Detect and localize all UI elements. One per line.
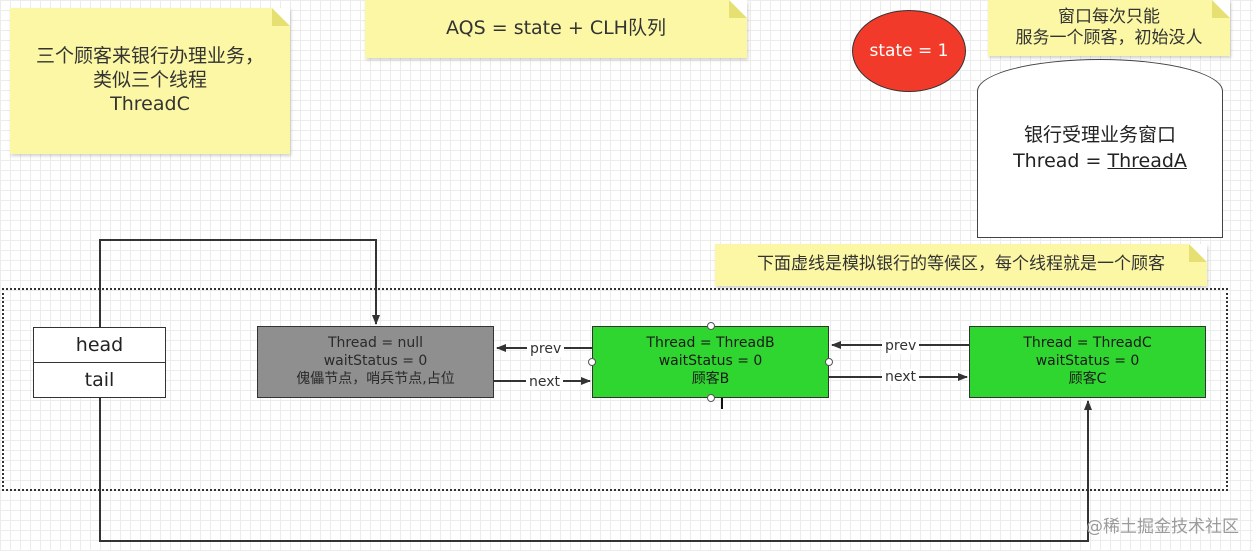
customers-note-text: 三个顾客来银行办理业务， 类似三个线程 ThreadC	[35, 45, 264, 115]
edge-label-next: next	[526, 374, 564, 390]
node-thread: Thread = ThreadC	[1023, 335, 1152, 352]
node-thread: Thread = null	[327, 335, 424, 352]
head-label: head	[75, 334, 124, 356]
node-wait-status: waitStatus = 0	[658, 353, 763, 370]
edge-label-prev: prev	[882, 338, 920, 354]
edge-label-prev: prev	[527, 341, 565, 357]
aqs-note-text: AQS = state + CLH队列	[446, 17, 666, 40]
resize-handle-bottom[interactable]	[707, 394, 715, 402]
waiting-area-note[interactable]: 下面虚线是模拟银行的等候区，每个线程就是一个顾客	[715, 244, 1207, 286]
node-desc: 顾客B	[691, 370, 730, 387]
window-rule-note-text: 窗口每次只能 服务一个顾客，初始没人	[1015, 6, 1203, 48]
waiting-area-region[interactable]	[2, 288, 1228, 491]
node-desc: 傀儡节点，哨兵节点,占位	[296, 370, 455, 387]
waiting-area-note-text: 下面虚线是模拟银行的等候区，每个线程就是一个顾客	[757, 254, 1165, 275]
tail-pointer-arrow	[99, 398, 1092, 542]
watermark: @稀土掘金技术社区	[1086, 517, 1239, 537]
node-wait-status: waitStatus = 0	[323, 353, 428, 370]
node-thread-b[interactable]: Thread = ThreadB waitStatus = 0 顾客B	[592, 326, 829, 398]
node-thread: Thread = ThreadB	[646, 335, 775, 352]
head-box[interactable]: head	[33, 327, 166, 363]
resize-handle-left[interactable]	[588, 358, 596, 366]
node-wait-status: waitStatus = 0	[1035, 353, 1140, 370]
head-pointer-arrow	[99, 239, 380, 327]
bank-window-thread-prefix: Thread =	[1013, 149, 1108, 172]
tail-label: tail	[84, 369, 115, 391]
state-ellipse[interactable]: state = 1	[852, 10, 966, 92]
node-desc: 顾客C	[1068, 370, 1107, 387]
bank-window-thread-value: ThreadA	[1107, 149, 1187, 172]
state-label: state = 1	[869, 41, 949, 61]
bank-window-title: 银行受理业务窗口	[1023, 123, 1176, 146]
resize-handle-right[interactable]	[825, 358, 833, 366]
tail-box[interactable]: tail	[33, 362, 166, 398]
window-rule-note[interactable]: 窗口每次只能 服务一个顾客，初始没人	[988, 0, 1230, 56]
bank-window-shape[interactable]: 银行受理业务窗口 Thread = ThreadA	[977, 59, 1223, 238]
node-thread-c[interactable]: Thread = ThreadC waitStatus = 0 顾客C	[969, 326, 1206, 398]
customers-note[interactable]: 三个顾客来银行办理业务， 类似三个线程 ThreadC	[10, 8, 290, 154]
resize-handle-top[interactable]	[707, 322, 715, 330]
edge-label-next: next	[882, 369, 920, 385]
aqs-note[interactable]: AQS = state + CLH队列	[365, 0, 747, 58]
sentinel-node[interactable]: Thread = null waitStatus = 0 傀儡节点，哨兵节点,占…	[257, 326, 494, 398]
bank-window-thread: Thread = ThreadA	[1013, 149, 1187, 175]
